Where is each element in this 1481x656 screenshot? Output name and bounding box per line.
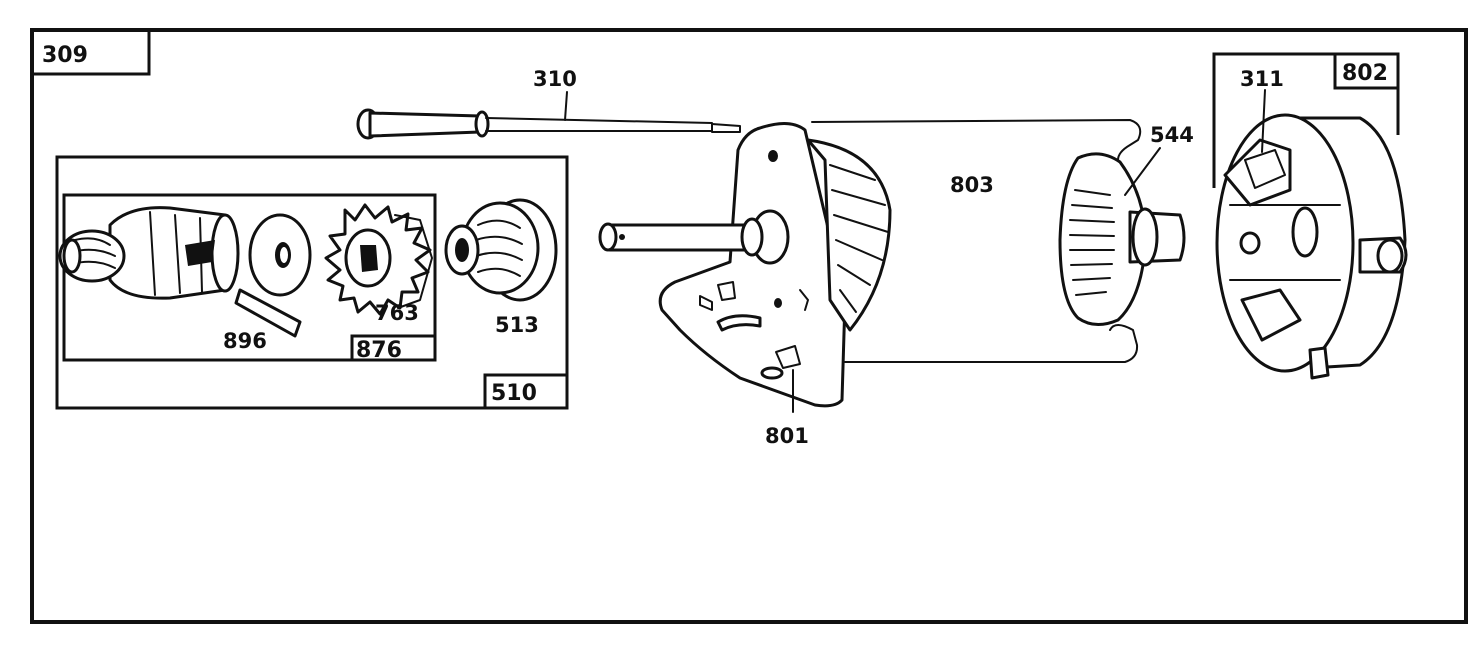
- pin: [234, 288, 302, 338]
- commutator-end: [1058, 152, 1186, 326]
- leader-311: [1261, 89, 1266, 153]
- end-cap: [1215, 113, 1408, 380]
- gear: [324, 203, 433, 316]
- frame-label-box: [32, 30, 151, 76]
- label-310: 310: [533, 67, 577, 91]
- drive-kit-box: [55, 155, 569, 410]
- leader-310: [564, 91, 568, 121]
- label-544: 544: [1150, 123, 1194, 147]
- label-803: 803: [950, 173, 994, 197]
- label-763: 763: [375, 301, 419, 325]
- through-bolt: [356, 108, 741, 140]
- armature-housing: [811, 119, 1142, 363]
- gear-sub-box: [62, 193, 437, 362]
- gear-sub-label-box: [350, 334, 435, 360]
- drive-kit-label-box: [483, 373, 567, 408]
- frame-label: 309: [42, 43, 88, 68]
- label-311: 311: [1240, 67, 1284, 91]
- drive-end-bracket: [598, 122, 892, 408]
- label-801: 801: [765, 424, 809, 448]
- label-876: 876: [356, 338, 402, 363]
- leader-544: [1124, 147, 1161, 196]
- clutch-spring: [444, 198, 558, 302]
- label-896: 896: [223, 329, 267, 353]
- label-510: 510: [491, 381, 537, 406]
- label-513: 513: [495, 313, 539, 337]
- label-802: 802: [1342, 61, 1388, 86]
- end-cap-label-box: [1333, 54, 1398, 90]
- diagram-frame: [30, 28, 1468, 624]
- end-cap-box: [1212, 52, 1400, 188]
- drive-clutch-assembly: [58, 206, 240, 300]
- washer: [248, 213, 312, 297]
